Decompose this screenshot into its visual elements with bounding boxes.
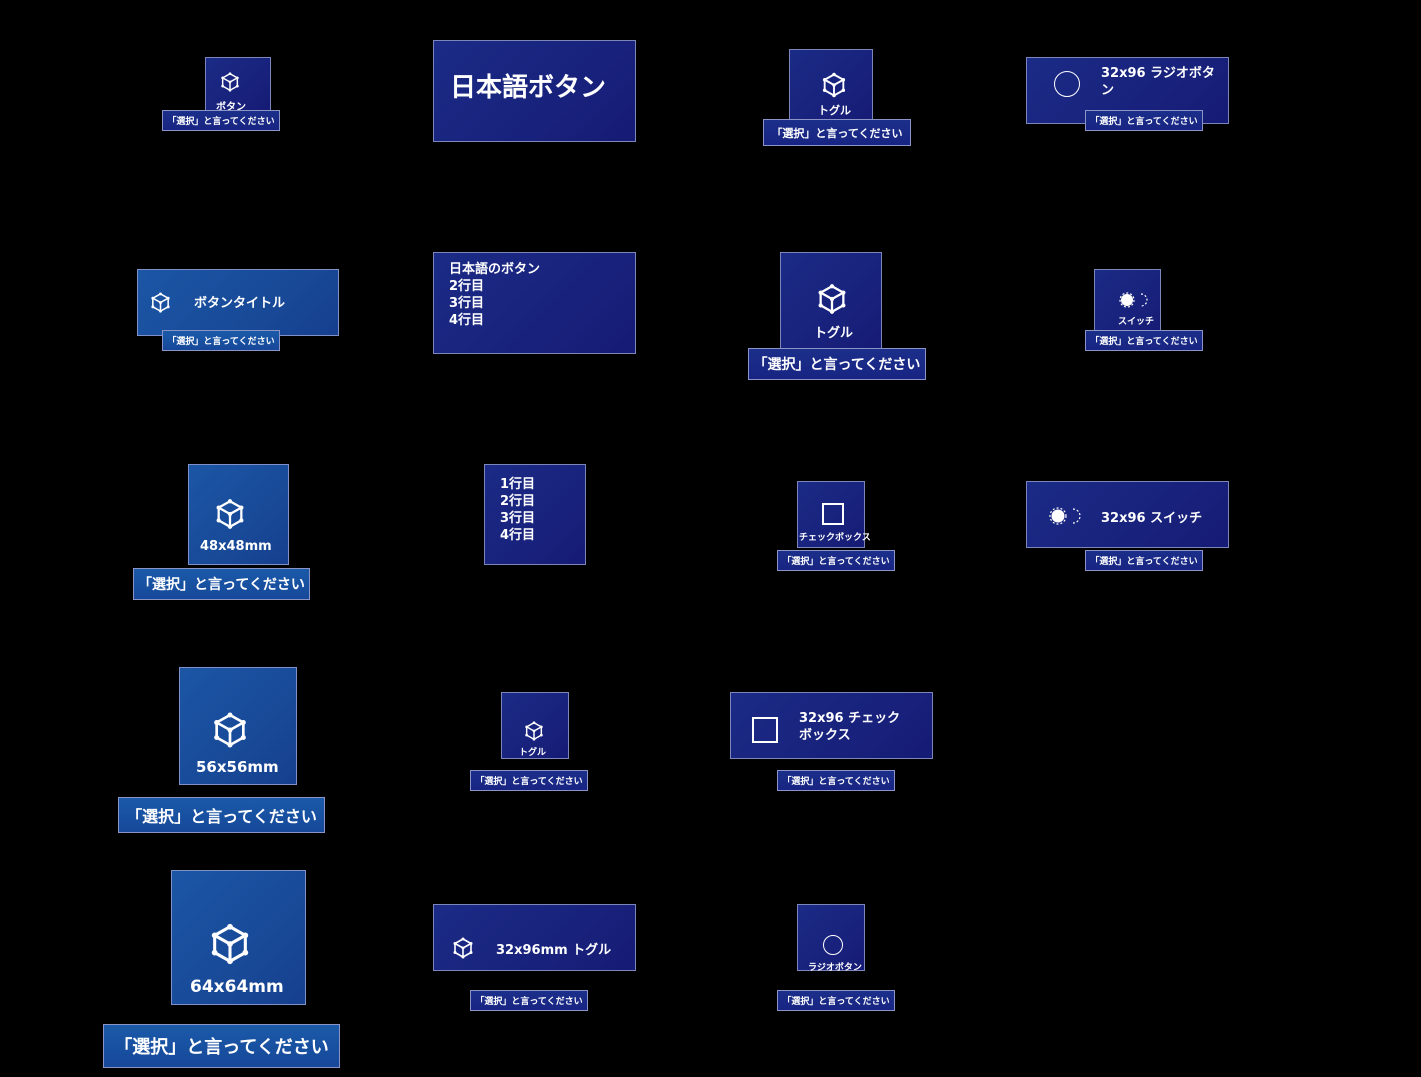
radio-icon	[823, 935, 843, 955]
switch-icon	[1049, 507, 1083, 525]
switch-icon	[1119, 292, 1151, 308]
switch-label: スイッチ	[1118, 317, 1155, 327]
checkbox-32x96[interactable]: 32x96 チェックボックス	[730, 692, 933, 759]
checkbox-label: チェックボックス	[799, 533, 871, 543]
say-select-tooltip: 「選択」と言ってください	[1085, 330, 1203, 351]
cube-icon	[213, 497, 247, 531]
jp-button[interactable]: 日本語ボタン	[433, 40, 636, 142]
say-select-tooltip: 「選択」と言ってください	[1085, 550, 1203, 571]
line-2: 2行目	[500, 493, 536, 509]
cube-icon	[815, 282, 849, 316]
say-select-tooltip: 「選択」と言ってください	[763, 119, 911, 146]
cube-icon	[207, 921, 253, 967]
button-title-label: ボタンタイトル	[194, 296, 286, 311]
radio-button[interactable]: ラジオボタン	[797, 904, 865, 973]
toggle-label: トグル	[814, 326, 854, 341]
size-label: 48x48mm	[200, 539, 272, 554]
checkbox-label: 32x96 チェックボックス	[799, 711, 901, 743]
multiline-text: 1行目 2行目 3行目 4行目	[500, 477, 535, 545]
button-title[interactable]: ボタンタイトル	[137, 269, 339, 336]
button-label: ボタン	[216, 102, 246, 113]
switch[interactable]: スイッチ	[1094, 269, 1161, 336]
cube-icon	[523, 720, 545, 742]
line-2: 2行目	[449, 278, 485, 294]
multiline-text: 日本語のボタン 2行目 3行目 4行目	[449, 262, 540, 330]
say-select-tooltip: 「選択」と言ってください	[777, 990, 895, 1011]
checkbox-icon	[752, 717, 778, 743]
say-select-tooltip: 「選択」と言ってください	[133, 568, 310, 600]
toggle-32x96[interactable]: 32x96mm トグル	[433, 904, 636, 971]
toggle-small[interactable]: トグル	[501, 692, 569, 759]
switch-label: 32x96 スイッチ	[1101, 511, 1203, 526]
radio-label: 32x96 ラジオボタン	[1101, 66, 1215, 98]
cube-icon	[210, 710, 250, 750]
toggle[interactable]: トグル	[789, 49, 873, 122]
say-select-tooltip: 「選択」と言ってください	[777, 770, 895, 791]
button-48x48[interactable]: 48x48mm	[188, 464, 289, 565]
jp-multiline-button[interactable]: 日本語のボタン 2行目 3行目 4行目	[433, 252, 636, 354]
line-4: 4行目	[449, 312, 485, 328]
line-4: 4行目	[500, 527, 536, 543]
say-select-tooltip: 「選択」と言ってください	[118, 797, 325, 833]
line-3: 3行目	[449, 295, 485, 311]
line-1: 日本語のボタン	[449, 262, 541, 277]
say-select-tooltip: 「選択」と言ってください	[777, 550, 895, 571]
button-64x64[interactable]: 64x64mm	[171, 870, 306, 1005]
size-label: 64x64mm	[190, 977, 284, 997]
cube-icon	[451, 936, 475, 960]
checkbox-icon	[822, 503, 844, 525]
jp-button-label: 日本語ボタン	[450, 73, 607, 103]
say-select-tooltip: 「選択」と言ってください	[103, 1024, 340, 1068]
toggle-label: トグル	[519, 748, 547, 758]
line-1: 1行目	[500, 477, 536, 492]
radio-label: ラジオボタン	[808, 963, 862, 973]
button-small[interactable]: ボタン	[205, 57, 271, 113]
checkbox[interactable]: チェックボックス	[797, 481, 871, 548]
cube-icon	[149, 291, 172, 314]
switch-32x96[interactable]: 32x96 スイッチ	[1026, 481, 1229, 548]
say-select-tooltip: 「選択」と言ってください	[470, 770, 588, 791]
cube-icon	[219, 71, 241, 93]
say-select-tooltip: 「選択」と言ってください	[748, 348, 926, 380]
line-3: 3行目	[500, 510, 536, 526]
say-select-tooltip: 「選択」と言ってください	[470, 990, 588, 1011]
toggle-label: 32x96mm トグル	[496, 943, 612, 958]
button-56x56[interactable]: 56x56mm	[179, 667, 297, 785]
cube-icon	[820, 71, 848, 99]
four-line-button[interactable]: 1行目 2行目 3行目 4行目	[484, 464, 586, 565]
say-select-tooltip: 「選択」と言ってください	[162, 330, 280, 351]
toggle-label: トグル	[818, 104, 851, 117]
say-select-tooltip: 「選択」と言ってください	[162, 110, 280, 131]
toggle-large[interactable]: トグル	[780, 252, 882, 353]
size-label: 56x56mm	[196, 758, 279, 776]
radio-icon	[1054, 71, 1080, 97]
say-select-tooltip: 「選択」と言ってください	[1085, 110, 1203, 131]
